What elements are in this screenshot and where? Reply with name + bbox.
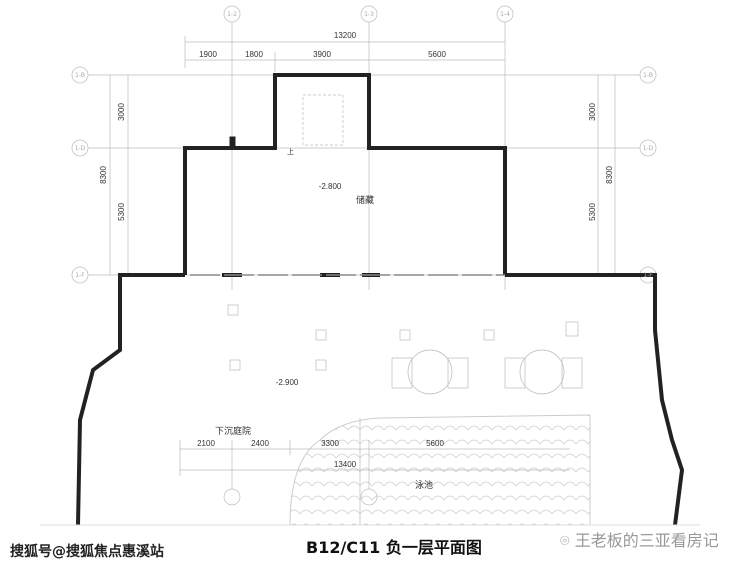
svg-text:下沉庭院: 下沉庭院	[215, 425, 251, 437]
walls	[76, 73, 685, 526]
svg-text:8300: 8300	[605, 166, 614, 184]
svg-text:储藏: 储藏	[356, 194, 374, 206]
svg-text:5600: 5600	[426, 439, 444, 448]
svg-text:3300: 3300	[321, 439, 339, 448]
svg-text:5600: 5600	[428, 50, 446, 59]
svg-text:1-F: 1-F	[75, 272, 85, 279]
svg-text:1-2: 1-2	[227, 11, 237, 18]
watermark-text: 王老板的三亚看房记	[574, 531, 719, 550]
svg-text:13400: 13400	[334, 460, 357, 469]
svg-text:1-4: 1-4	[500, 11, 510, 18]
wechat-icon: ⌾	[560, 531, 575, 550]
svg-text:1-F: 1-F	[643, 272, 653, 279]
svg-text:1-B: 1-B	[643, 72, 653, 79]
svg-text:13200: 13200	[334, 31, 357, 40]
source-caption: 搜狐号@搜狐焦点惠溪站	[10, 544, 164, 560]
svg-text:8300: 8300	[99, 166, 108, 184]
svg-text:上: 上	[287, 147, 294, 156]
svg-text:1-D: 1-D	[643, 145, 654, 152]
svg-text:1900: 1900	[199, 50, 217, 59]
svg-text:1-D: 1-D	[75, 145, 86, 152]
svg-text:-2.900: -2.900	[276, 378, 299, 387]
svg-text:2100: 2100	[197, 439, 215, 448]
svg-text:1800: 1800	[245, 50, 263, 59]
svg-text:泳池: 泳池	[415, 479, 433, 491]
svg-text:5300: 5300	[588, 203, 597, 221]
svg-text:1-3: 1-3	[364, 11, 374, 18]
plan-title: B12/C11 负一层平面图	[306, 538, 482, 557]
svg-text:1-B: 1-B	[75, 72, 85, 79]
svg-text:3900: 3900	[313, 50, 331, 59]
svg-text:3000: 3000	[588, 103, 597, 121]
svg-text:2400: 2400	[251, 439, 269, 448]
watermark: ⌾ 王老板的三亚看房记	[560, 527, 719, 551]
svg-text:5300: 5300	[117, 203, 126, 221]
svg-text:3000: 3000	[117, 103, 126, 121]
svg-text:-2.800: -2.800	[319, 182, 342, 191]
